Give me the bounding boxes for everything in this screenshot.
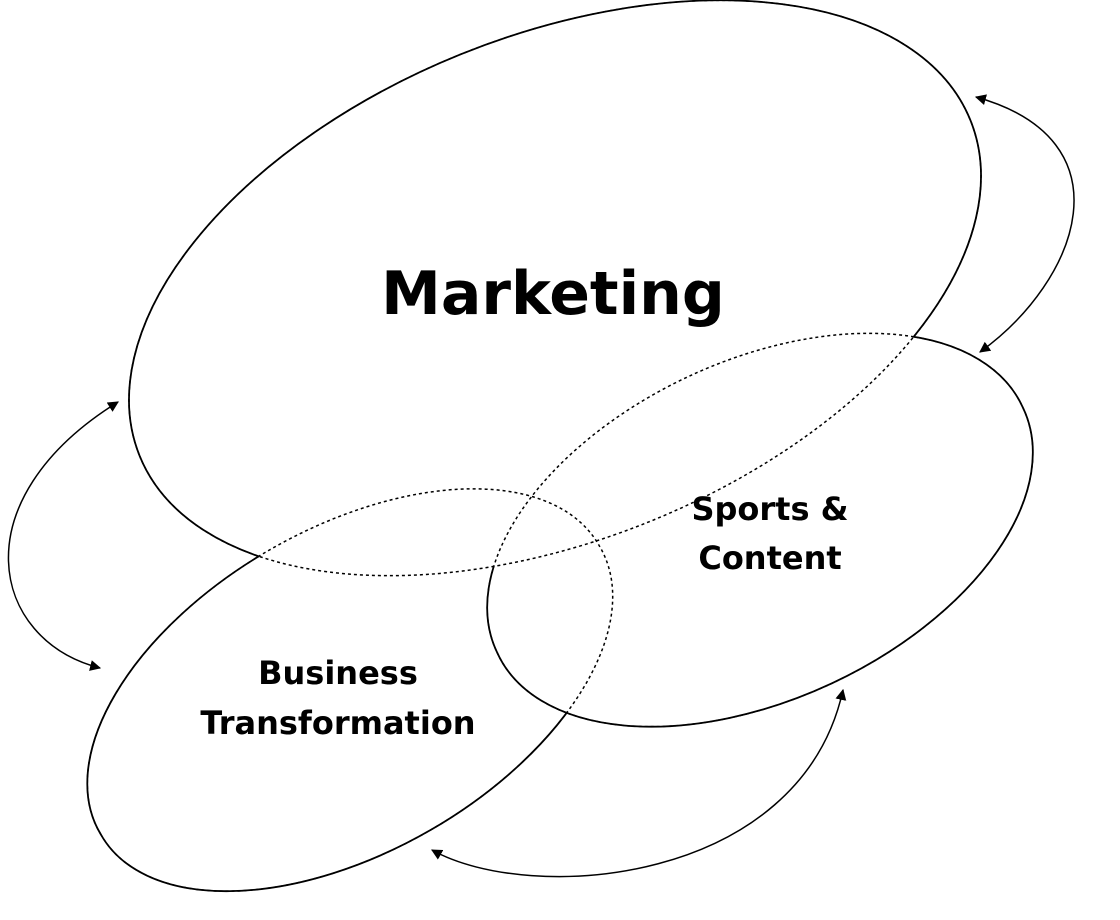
sports-content-ellipse — [486, 332, 1034, 728]
business-transformation-ellipse — [86, 487, 614, 893]
marketing-label: Marketing — [381, 259, 725, 329]
marketing-ellipse — [128, 0, 982, 577]
arrow-business-sports — [431, 688, 847, 878]
sports-label-line1: Sports & — [691, 490, 848, 528]
business-label-line1: Business — [258, 654, 418, 692]
business-label-line2: Transformation — [200, 704, 475, 742]
sports-label-line2: Content — [698, 539, 841, 577]
arrow-marketing-sports — [974, 94, 1075, 353]
arrow-marketing-business — [7, 401, 119, 671]
sports-content-ellipse-dashed — [486, 332, 1034, 728]
